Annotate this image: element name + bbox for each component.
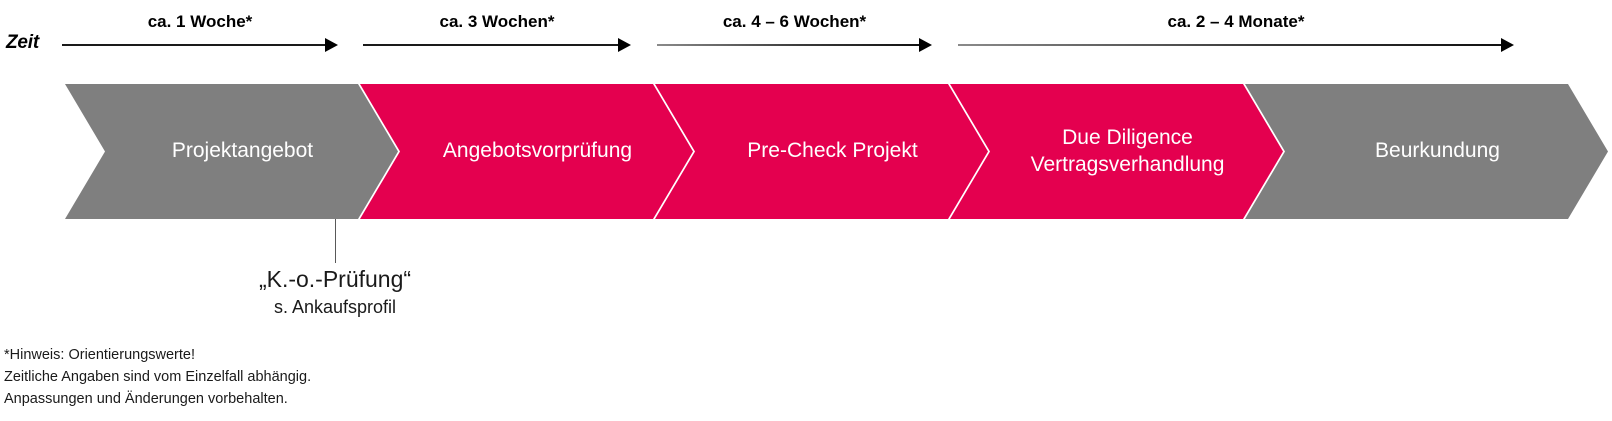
phase-chevron-pre-check-projekt[interactable]: Pre-Check Projekt [655, 84, 988, 219]
arrow-line [958, 44, 1502, 46]
arrow-line [657, 44, 920, 46]
phase-chevron-angebotsvorpruefung[interactable]: Angebotsvorprüfung [360, 84, 693, 219]
phase-chevron-due-diligence[interactable]: Due Diligence Vertragsverhandlung [950, 84, 1283, 219]
footnote-note: *Hinweis: Orientierungswerte! Zeitliche … [4, 347, 312, 408]
phase-chevron-beurkundung[interactable]: Beurkundung [1245, 84, 1608, 219]
arrow-head-icon [325, 38, 338, 52]
time-axis-label: Zeit [6, 32, 39, 53]
phase-label: Due Diligence Vertragsverhandlung [1030, 125, 1225, 176]
phase-label: Beurkundung [1375, 139, 1500, 163]
duration-arrow-2-caption: ca. 3 Wochen* [439, 12, 555, 31]
arrow-head-icon [919, 38, 932, 52]
duration-arrow-4-caption: ca. 2 – 4 Monate* [1167, 12, 1305, 31]
duration-arrow-2: ca. 3 Wochen* [363, 12, 631, 58]
arrow-line [363, 44, 619, 46]
duration-arrow-1-caption: ca. 1 Woche* [147, 12, 253, 31]
duration-arrow-1: ca. 1 Woche* [62, 12, 338, 58]
arrow-line [62, 44, 326, 46]
callout-subtitle: s. Ankaufsprofil [273, 296, 397, 317]
phase-label: Pre-Check Projekt [747, 139, 918, 163]
duration-arrow-4: ca. 2 – 4 Monate* [958, 12, 1514, 58]
phase-label: Angebotsvorprüfung [442, 139, 633, 163]
callout-ko-pruefung: „K.-o.-Prüfung“ s. Ankaufsprofil [235, 265, 435, 319]
duration-arrow-3: ca. 4 – 6 Wochen* [657, 12, 932, 58]
duration-arrow-3-caption: ca. 4 – 6 Wochen* [722, 12, 867, 31]
phase-label: Projektangebot [171, 139, 314, 163]
phase-chevron-projektangebot[interactable]: Projektangebot [65, 84, 398, 219]
callout-leader-line [335, 219, 336, 263]
arrow-head-icon [1501, 38, 1514, 52]
arrow-head-icon [618, 38, 631, 52]
callout-title: „K.-o.-Prüfung“ [258, 266, 412, 292]
